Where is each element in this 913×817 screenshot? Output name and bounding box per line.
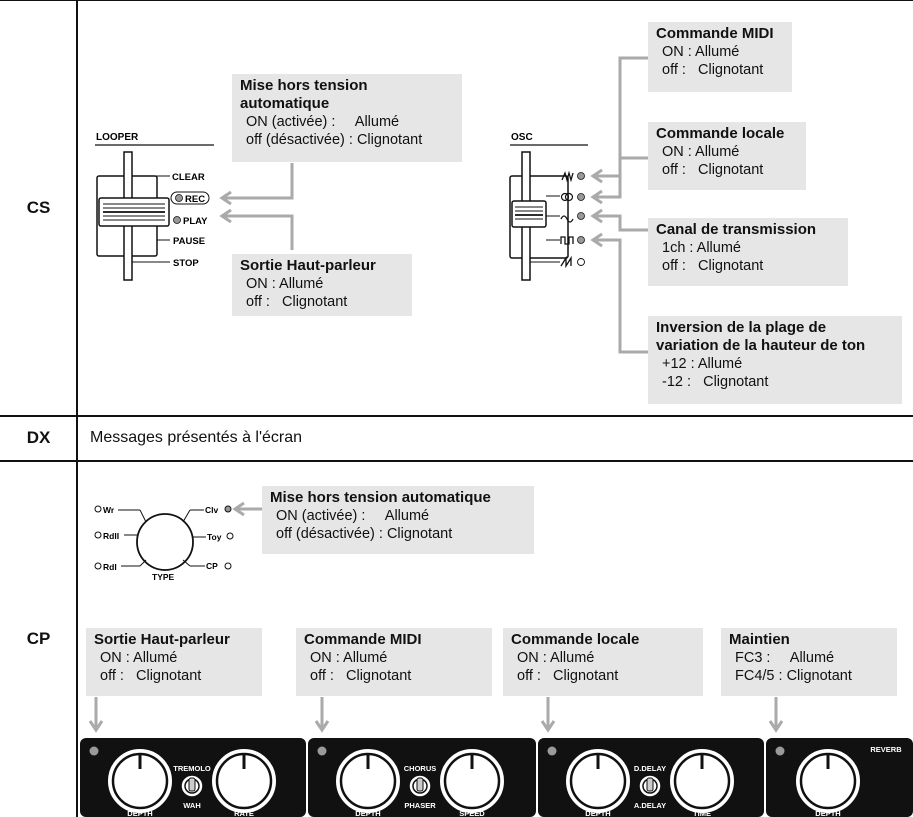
panel-3-knob-label: DEPTH (815, 809, 840, 817)
row-label-dx: DX (26, 428, 51, 447)
cp-box-sustain: Maintien FC3 : Allumé FC4/5 : Clignotant (721, 628, 897, 696)
cp-box-midi-line2: off : Clignotant (310, 668, 412, 684)
cp-box-local-line2: off : Clignotant (517, 668, 619, 684)
cs-box-speaker-line1: ON : Allumé (246, 276, 324, 292)
cp-box-midi-title: Commande MIDI (304, 631, 422, 648)
cp-box-midi: Commande MIDI ON : Allumé off : Clignota… (296, 628, 492, 696)
type-label-toy: Toy (207, 532, 222, 542)
cs-box-midi: Commande MIDI ON : Allumé off : Clignota… (648, 22, 792, 92)
panel-2-toggle-switch[interactable] (638, 774, 662, 798)
cs-box-auto-off-line2: off (désactivée) : Clignotant (246, 132, 423, 148)
panel-2-right-knob[interactable] (668, 747, 736, 815)
panel-0-top-label: TREMOLO (173, 764, 211, 773)
cp-box-auto-off-title: Mise hors tension automatique (270, 489, 491, 506)
osc-control: OSC (509, 132, 588, 281)
cs-box-midi-line2: off : Clignotant (662, 62, 764, 78)
cp-box-speaker-line1: ON : Allumé (100, 650, 178, 666)
panel-indicator-0 (89, 746, 99, 756)
panel-3-knob[interactable] (794, 747, 862, 815)
cs-box-auto-off-line1: ON (activée) : Allumé (246, 114, 400, 130)
cs-box-speaker-line2: off : Clignotant (246, 294, 348, 310)
panel-0-toggle-switch[interactable] (180, 774, 204, 798)
panel-3-top-label: REVERB (870, 745, 902, 754)
panel-1-toggle-switch[interactable] (408, 774, 432, 798)
looper-label-stop: STOP (173, 258, 199, 269)
panel-1-bottom-label: PHASER (404, 801, 436, 810)
panel-1-top-label: CHORUS (404, 764, 437, 773)
panel-indicator-3 (775, 746, 785, 756)
cs-box-speaker-title: Sortie Haut-parleur (240, 257, 376, 274)
type-label-type: TYPE (152, 572, 175, 582)
cs-box-channel-title: Canal de transmission (656, 221, 817, 238)
panel-0-bottom-label: WAH (183, 801, 201, 810)
panel-0-left-knob[interactable] (106, 747, 174, 815)
cs-box-local-line2: off : Clignotant (662, 162, 764, 178)
cs-box-midi-line1: ON : Allumé (662, 44, 740, 60)
cs-box-pitch-title-2: variation de la hauteur de ton (656, 337, 866, 354)
panel-0-left-knob-label: DEPTH (127, 809, 152, 817)
cp-box-auto-off-line1: ON (activée) : Allumé (276, 508, 430, 524)
cp-box-sustain-line2: FC4/5 : Clignotant (735, 668, 852, 684)
cs-box-channel-line2: off : Clignotant (662, 258, 764, 274)
cp-box-speaker: Sortie Haut-parleur ON : Allumé off : Cl… (86, 628, 262, 696)
cp-box-local-title: Commande locale (511, 631, 640, 648)
looper-label-play: PLAY (183, 216, 208, 227)
cp-box-auto-off-line2: off (désactivée) : Clignotant (276, 526, 453, 542)
panel-2-left-knob-label: DEPTH (585, 809, 610, 817)
cs-box-speaker: Sortie Haut-parleur ON : Allumé off : Cl… (232, 254, 412, 316)
type-label-clv: Clv (205, 505, 219, 515)
cp-box-sustain-line1: FC3 : Allumé (735, 650, 835, 666)
panel-indicator-1 (317, 746, 327, 756)
type-label-wr: Wr (103, 505, 115, 515)
cp-box-speaker-line2: off : Clignotant (100, 668, 202, 684)
panel-2-left-knob[interactable] (564, 747, 632, 815)
looper-title: LOOPER (96, 132, 139, 143)
looper-label-rec: REC (185, 194, 205, 205)
looper-control: LOOPER CLEAR REC PLAY PAUSE STOP (95, 132, 214, 281)
cs-box-pitch-title-1: Inversion de la plage de (656, 319, 827, 336)
panel-indicator-2 (547, 746, 557, 756)
type-label-rdii: RdII (103, 531, 119, 541)
cp-box-local-line1: ON : Allumé (517, 650, 595, 666)
panel-0-right-knob-label: RATE (234, 809, 254, 817)
cs-box-channel: Canal de transmission 1ch : Allumé off :… (648, 218, 848, 286)
cp-box-midi-line1: ON : Allumé (310, 650, 388, 666)
cs-box-midi-title: Commande MIDI (656, 25, 774, 42)
looper-label-clear: CLEAR (172, 172, 205, 183)
cs-box-local-title: Commande locale (656, 125, 785, 142)
panel-1-right-knob[interactable] (438, 747, 506, 815)
cs-box-pitch-line1: +12 : Allumé (662, 356, 743, 372)
cs-box-pitch-line2: -12 : Clignotant (662, 374, 769, 390)
type-label-rdi: RdI (103, 562, 117, 572)
cp-box-auto-off: Mise hors tension automatique ON (activé… (262, 486, 534, 554)
looper-label-pause: PAUSE (173, 236, 205, 247)
panel-2-right-knob-label: TIME (693, 809, 711, 817)
dx-message: Messages présentés à l'écran (90, 429, 303, 446)
cs-box-auto-off-title: Mise hors tension automatique (240, 77, 368, 112)
type-dial: Wr RdII RdI TYPE Clv Toy CP (94, 505, 234, 582)
cs-box-pitch: Inversion de la plage de variation de la… (648, 316, 902, 404)
panel-1-left-knob-label: DEPTH (355, 809, 380, 817)
panel-1-right-knob-label: SPEED (459, 809, 485, 817)
cp-box-sustain-title: Maintien (729, 631, 790, 648)
cs-box-channel-line1: 1ch : Allumé (662, 240, 741, 256)
panel-2-top-label: D.DELAY (634, 764, 666, 773)
type-label-cp: CP (206, 561, 218, 571)
cs-box-local-line1: ON : Allumé (662, 144, 740, 160)
row-label-cp: CP (26, 629, 51, 648)
panel-2-bottom-label: A.DELAY (634, 801, 666, 810)
cp-diagram: Wr RdII RdI TYPE Clv Toy CP TREMOLO WAH DE… (80, 501, 913, 817)
osc-title: OSC (511, 132, 533, 143)
panel-1-left-knob[interactable] (334, 747, 402, 815)
panel-0-right-knob[interactable] (210, 747, 278, 815)
cs-diagram: LOOPER CLEAR REC PLAY PAUSE STOP OSC (95, 56, 648, 354)
row-label-cs: CS (26, 197, 51, 217)
cp-box-speaker-title: Sortie Haut-parleur (94, 631, 230, 648)
cp-box-local: Commande locale ON : Allumé off : Cligno… (503, 628, 703, 696)
cs-box-auto-off: Mise hors tension automatique ON (activé… (232, 74, 462, 162)
cs-box-local: Commande locale ON : Allumé off : Cligno… (648, 122, 806, 190)
